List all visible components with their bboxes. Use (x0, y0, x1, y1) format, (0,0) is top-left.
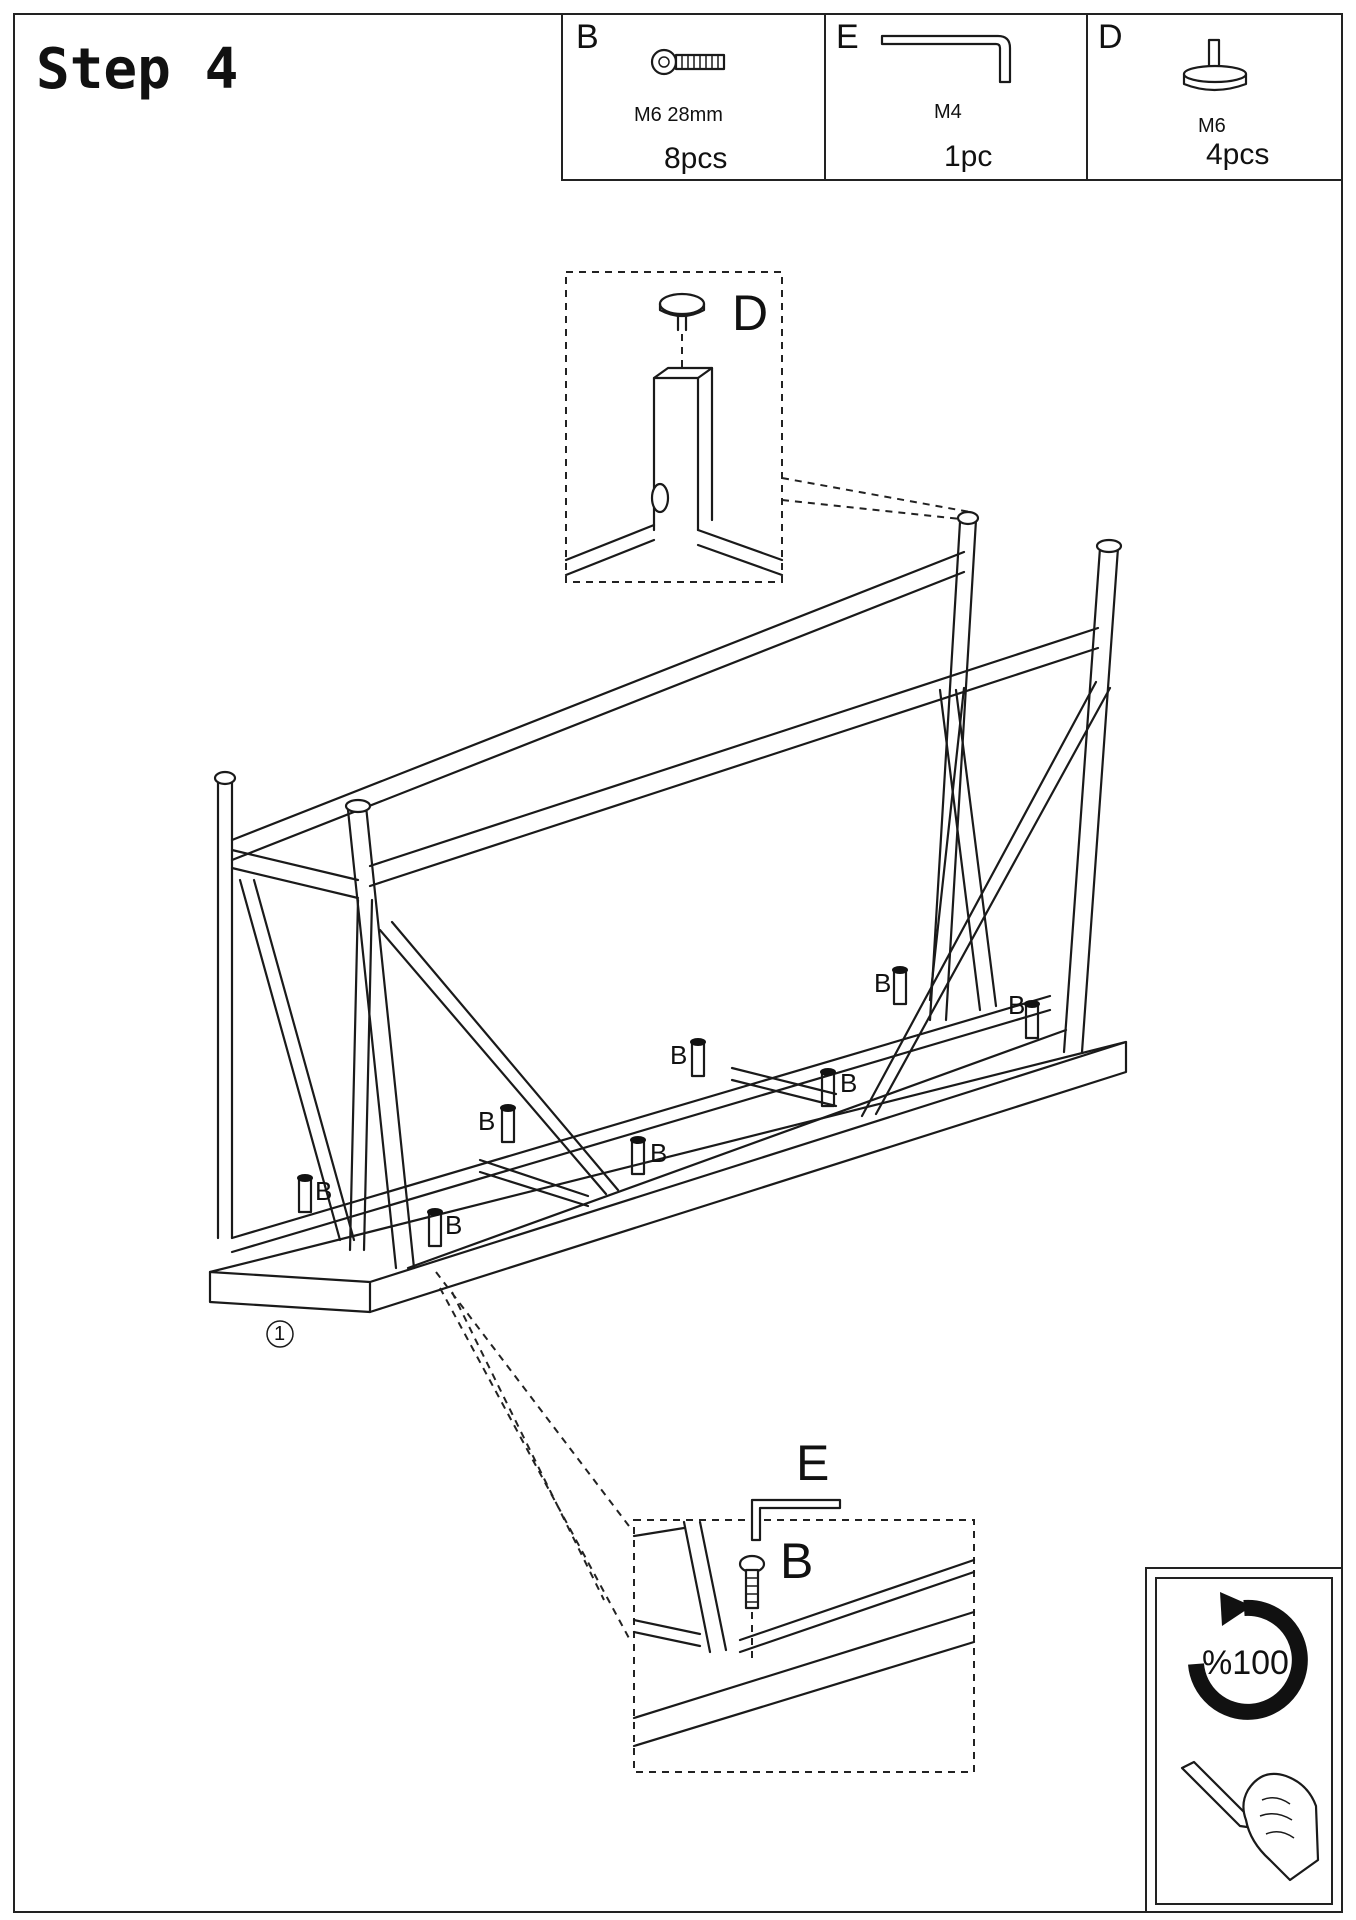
foot-pad-icon (1182, 38, 1248, 92)
screw-markers: B B B B B B B (297, 966, 1040, 1248)
parts-table: B M6 28mm 8pcs E M4 1pc D (561, 13, 1343, 181)
rotation-badge-text: %100 (1202, 1644, 1289, 1682)
detail-screw-fix: E B (632, 1435, 976, 1773)
hand-with-allen-key-icon (1180, 1760, 1320, 1882)
screw-label: B (874, 968, 891, 998)
detail-label-d: D (732, 285, 768, 341)
leader-lines-bottom (435, 1271, 633, 1641)
part-spec: M6 (1198, 115, 1226, 137)
part-qty: 1pc (944, 140, 992, 173)
rotate-arrow-icon (1188, 1592, 1308, 1720)
part-letter: B (576, 18, 599, 56)
screw-b: B (427, 1208, 462, 1248)
detail-label-b: B (780, 1533, 813, 1589)
screw-label: B (670, 1040, 687, 1070)
detail-box-top (565, 271, 783, 583)
screw-b: B (1008, 990, 1040, 1040)
detail-label-e: E (796, 1435, 829, 1491)
allen-key-icon (880, 34, 1012, 84)
part-spec: M4 (934, 101, 962, 123)
part-marker-1: 1 (274, 1323, 285, 1345)
part-qty: 4pcs (1206, 138, 1269, 171)
part-spec: M6 28mm (634, 104, 723, 126)
panel-inner-border (1155, 1577, 1333, 1905)
screw-b: B (630, 1136, 667, 1176)
part-cell-b: B M6 28mm 8pcs (576, 18, 727, 175)
panel-border (1145, 1567, 1343, 1913)
screw-b: B (820, 1068, 857, 1108)
screw-label: B (840, 1068, 857, 1098)
screw-icon (738, 1554, 766, 1610)
screw-label: B (315, 1176, 332, 1206)
screw-b: B (478, 1104, 516, 1144)
screw-icon (650, 48, 726, 76)
detail-box-bottom (633, 1519, 975, 1773)
table-frame: 1 (208, 510, 1128, 1348)
part-cell-e: E M4 1pc (836, 18, 1012, 173)
part-qty: 8pcs (664, 142, 727, 175)
tabletop-board (208, 1040, 1128, 1314)
detail-foot-pad: D (564, 271, 971, 583)
parts-table-border (561, 13, 1343, 181)
part-letter: D (1098, 18, 1123, 56)
part-marker-circle (266, 1320, 294, 1348)
screw-label: B (650, 1138, 667, 1168)
screw-label: B (445, 1210, 462, 1240)
step-title: Step 4 (36, 37, 238, 102)
part-letter: E (836, 18, 859, 56)
screw-b: B (874, 966, 908, 1006)
screw-label: B (1008, 990, 1025, 1020)
part-cell-d: D M6 4pcs (1098, 18, 1269, 171)
allen-key-icon (750, 1498, 842, 1542)
screw-b: B (297, 1174, 332, 1214)
screw-label: B (478, 1106, 495, 1136)
tighten-panel: %100 (1145, 1567, 1343, 1913)
screw-b: B (670, 1038, 706, 1078)
